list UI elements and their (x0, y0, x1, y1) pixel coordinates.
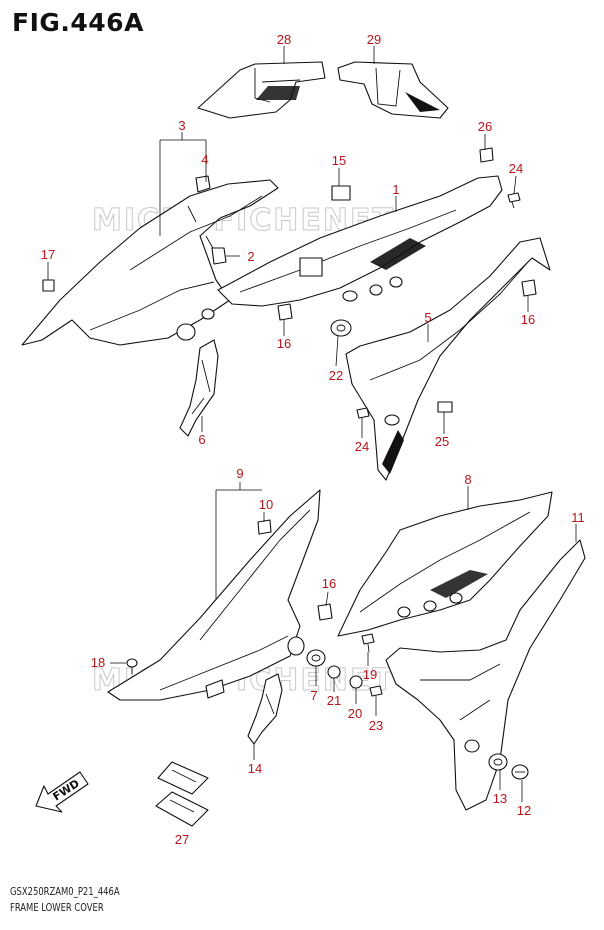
callout-1: 1 (392, 182, 399, 197)
callout-21: 21 (327, 693, 341, 708)
part-21-cushion (327, 665, 341, 679)
callout-numbers: 28 29 3 4 26 15 24 1 17 2 16 16 5 22 6 2… (41, 32, 585, 847)
part-16-clip-left (277, 303, 293, 321)
part-16-clip-middle (317, 603, 333, 621)
part-9-side-cover (107, 489, 321, 701)
part-6-bracket (179, 339, 219, 437)
part-12-screw (511, 764, 529, 780)
part-20-washer (349, 675, 363, 689)
part-23-screw (369, 685, 383, 697)
callout-22: 22 (329, 368, 343, 383)
callout-6: 6 (198, 432, 205, 447)
callout-10: 10 (259, 497, 273, 512)
callout-11: 11 (571, 510, 585, 525)
callout-20: 20 (348, 706, 362, 721)
callout-5: 5 (424, 310, 431, 325)
part-10-grommet (257, 519, 272, 535)
part-24-screw-top (507, 192, 521, 209)
callout-25: 25 (435, 434, 449, 449)
part-28-emblem (197, 61, 326, 119)
leader-lines (47, 46, 577, 802)
part-29-emblem (337, 61, 449, 119)
part-14-bracket (247, 673, 283, 745)
part-5-lower-cover (345, 237, 551, 481)
part-27-emblem (155, 761, 209, 827)
part-1-frame-cover (217, 175, 503, 307)
part-3-side-cover (21, 179, 279, 346)
callout-4: 4 (201, 152, 208, 167)
callout-3: 3 (178, 118, 185, 133)
fwd-direction-arrow: FWD (35, 771, 89, 813)
callout-2: 2 (247, 249, 254, 264)
callout-12: 12 (517, 803, 531, 818)
callout-18: 18 (91, 655, 105, 670)
callout-13: 13 (493, 791, 507, 806)
figure-title: FIG.446A (12, 8, 144, 37)
part-26-pad (479, 147, 494, 163)
diagram-caption: FRAME LOWER COVER (10, 901, 104, 914)
part-8-side-cover (337, 491, 553, 637)
part-7-grommet (306, 649, 326, 667)
callout-24-top: 24 (509, 161, 523, 176)
callout-29: 29 (367, 32, 381, 47)
callout-14: 14 (248, 761, 262, 776)
callout-28: 28 (277, 32, 291, 47)
part-22-grommet (330, 319, 352, 337)
part-4-grommet (195, 175, 211, 193)
part-2-clip (211, 247, 227, 265)
callout-19: 19 (363, 667, 377, 682)
callout-16-left: 16 (277, 336, 291, 351)
callout-17: 17 (41, 247, 55, 262)
part-18-screw (126, 658, 138, 674)
part-24-screw-lower (356, 407, 370, 419)
part-25-pad (437, 401, 453, 413)
callout-16-middle: 16 (322, 576, 336, 591)
diagram-code: GSX250RZAM0_P21_446A (10, 885, 120, 898)
callout-23: 23 (369, 718, 383, 733)
callout-15: 15 (332, 153, 346, 168)
callout-26: 26 (478, 119, 492, 134)
callout-24-lower: 24 (355, 439, 369, 454)
callout-8: 8 (464, 472, 471, 487)
callout-16-right: 16 (521, 312, 535, 327)
part-11-rear-cover (385, 539, 586, 811)
part-17-clip (42, 279, 55, 292)
callout-7: 7 (310, 688, 317, 703)
part-19-screw (361, 633, 375, 653)
part-15-pad (331, 185, 351, 201)
part-16-clip-right (521, 279, 537, 297)
callout-27: 27 (175, 832, 189, 847)
callout-9: 9 (236, 466, 243, 481)
part-13-grommet (488, 753, 508, 771)
